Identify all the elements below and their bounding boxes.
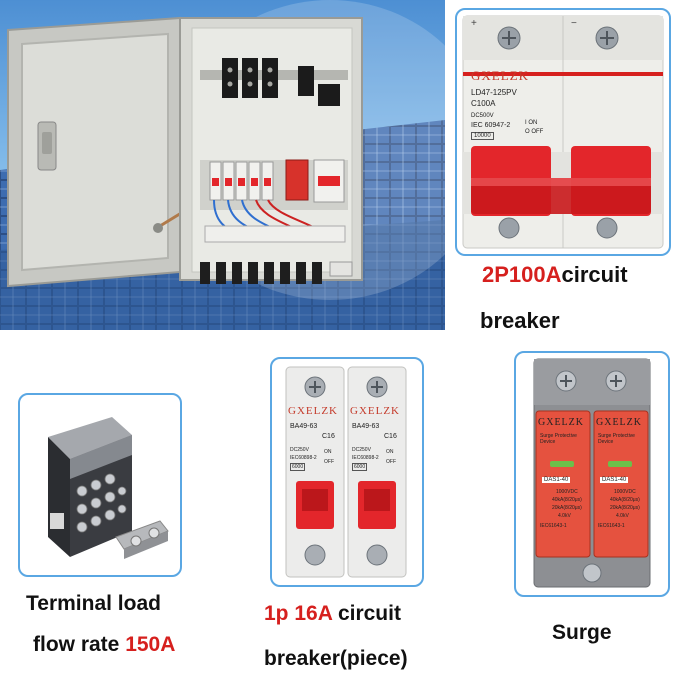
terminal-photo-frame (18, 393, 182, 577)
breaker-1p-off-left: OFF (324, 459, 334, 465)
breaker-1p-rating-left: C16 (322, 433, 335, 440)
breaker-1p-model-left: BA49-63 (290, 423, 318, 430)
breaker-1p-standard-left: IEC60898-2 (290, 455, 317, 461)
breaker-1p-capacity-left: 6000 (290, 463, 306, 471)
surge-protector-body (533, 358, 651, 588)
surge-uc-left: 1000VDC (556, 489, 578, 495)
terminal-block-body (48, 417, 169, 559)
breaker-1p-voltage-right: DC250V (352, 447, 371, 453)
terminal-caption-prefix: flow rate (33, 633, 120, 656)
breaker-2p-voltage: DC500V (471, 113, 494, 119)
surge-up-left: 4.0kV (558, 513, 571, 519)
breaker-1p-body (285, 366, 407, 578)
surge-brand-right: GXELZK (596, 417, 642, 428)
breaker-1p-caption: 1p 16A circuit (264, 602, 401, 626)
breaker-2p-caption-highlight: 2P100A (482, 262, 562, 287)
breaker-2p-brand: GXELZK (471, 68, 529, 83)
breaker-2p-caption-line2: breaker (480, 308, 560, 333)
surge-title-right: Surge Protective Device (598, 433, 635, 445)
surge-imax-right: 40kA(8/20μs) (610, 497, 640, 503)
surge-brand-left: GXELZK (538, 417, 584, 428)
breaker-2p-model: LD47-125PV (471, 88, 517, 97)
breaker-2p-on-label: I ON (525, 120, 538, 126)
surge-model-right: DAS1-40 (600, 477, 629, 483)
breaker-1p-model-right: BA49-63 (352, 423, 380, 430)
breaker-2p-capacity: 10000 (471, 132, 494, 140)
surge-title-left: Surge Protective Device (540, 433, 577, 445)
breaker-2p-rating: C100A (471, 99, 496, 108)
breaker-2p-off-label: O OFF (525, 129, 544, 135)
breaker-1p-capacity-right: 6000 (352, 463, 368, 471)
surge-standard-left: IEC61643-1 (540, 523, 567, 529)
surge-up-right: 4.0kV (616, 513, 629, 519)
terminal-caption-line2: flow rate 150A (33, 633, 175, 657)
breaker-2p-caption-rest: circuit (561, 262, 628, 287)
breaker-1p-rating-right: C16 (384, 433, 397, 440)
breaker-1p-brand-left: GXELZK (288, 405, 338, 417)
breaker-2p-standard: IEC 60947-2 (471, 122, 511, 129)
breaker-2p-body: + − (462, 15, 664, 249)
svg-text:+: + (471, 18, 477, 29)
surge-photo-frame: GXELZK GXELZK Surge Protective Device Su… (514, 351, 670, 597)
breaker-1p-on-right: ON (386, 449, 394, 455)
breaker-1p-caption-rest: circuit (337, 602, 401, 625)
terminal-caption-highlight: 150A (125, 633, 176, 656)
breaker-1p-caption-highlight: 1p 16A (264, 602, 333, 625)
terminal-caption-line1: Terminal load (26, 592, 161, 615)
svg-text:−: − (571, 18, 577, 29)
breaker-1p-photo-frame: GXELZK GXELZK BA49-63 BA49-63 C16 C16 DC… (270, 357, 424, 587)
surge-model-left: DAS1-40 (542, 477, 571, 483)
breaker-1p-off-right: OFF (386, 459, 396, 465)
surge-standard-right: IEC61643-1 (598, 523, 625, 529)
surge-uc-right: 1000VDC (614, 489, 636, 495)
breaker-1p-voltage-left: DC250V (290, 447, 309, 453)
breaker-1p-brand-right: GXELZK (350, 405, 400, 417)
surge-imax-left: 40kA(8/20μs) (552, 497, 582, 503)
breaker-2p-caption: 2P100Acircuit (482, 262, 628, 288)
combiner-box-photo (0, 0, 490, 330)
breaker-1p-on-left: ON (324, 449, 332, 455)
breaker-1p-standard-right: IEC60898-2 (352, 455, 379, 461)
breaker-1p-caption-line2: breaker(piece) (264, 647, 408, 670)
surge-caption: Surge (552, 621, 612, 644)
surge-in-left: 20kA(8/20μs) (552, 505, 582, 511)
combiner-box-illustration (0, 0, 490, 330)
surge-in-right: 20kA(8/20μs) (610, 505, 640, 511)
breaker-2p-photo-frame: + − GXELZK LD47-125PV C100A DC500V IEC 6… (455, 8, 671, 256)
